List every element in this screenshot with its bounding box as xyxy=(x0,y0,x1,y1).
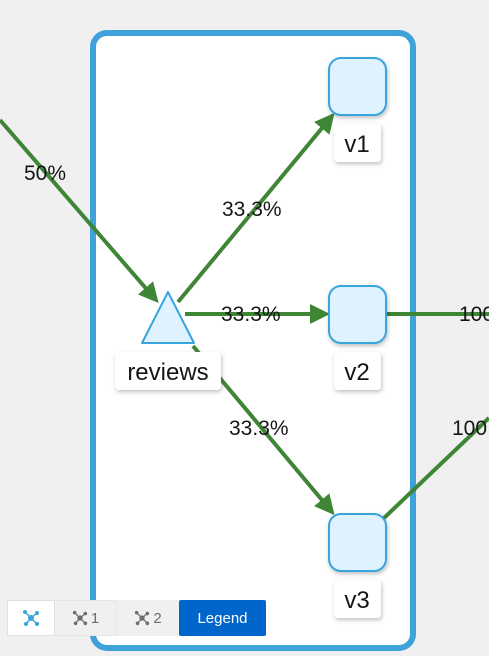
node-label-reviews: reviews xyxy=(115,352,221,390)
topology-icon xyxy=(22,609,40,627)
layout-1-label: 1 xyxy=(90,609,100,627)
edge-incoming[interactable] xyxy=(0,118,159,304)
svg-text:reviews: reviews xyxy=(127,359,208,386)
svg-text:v3: v3 xyxy=(344,587,369,614)
edge-label-v2-out: 100 xyxy=(459,303,489,326)
node-label-v3: v3 xyxy=(334,580,381,618)
layout-default-button[interactable] xyxy=(7,600,55,636)
svg-text:v2: v2 xyxy=(344,359,369,386)
topology-icon xyxy=(134,610,150,626)
layout-2-button[interactable]: 2 xyxy=(117,600,179,636)
graph-toolbar: 1 2 Legend xyxy=(7,600,266,636)
node-label-v2: v2 xyxy=(334,352,381,390)
node-label-v1: v1 xyxy=(334,124,381,162)
layout-2-label: 2 xyxy=(153,609,162,627)
workload-node-v2[interactable] xyxy=(328,285,387,344)
workload-node-v3[interactable] xyxy=(328,513,387,572)
workload-node-v1[interactable] xyxy=(328,57,387,116)
edge-label-v2: 33.3% xyxy=(221,303,281,326)
layout-1-button[interactable]: 1 xyxy=(55,600,117,636)
edge-reviews-v1[interactable] xyxy=(176,112,335,304)
service-node-reviews[interactable] xyxy=(141,291,195,344)
edge-label-v3: 33.3% xyxy=(229,417,289,440)
topology-icon xyxy=(72,610,88,626)
edge-v3-out[interactable] xyxy=(382,416,489,520)
svg-text:v1: v1 xyxy=(344,131,369,158)
edge-label-incoming: 50% xyxy=(24,162,66,185)
edge-label-v1: 33.3% xyxy=(222,198,282,221)
edge-label-v3-out: 100 xyxy=(452,417,487,440)
legend-button[interactable]: Legend xyxy=(179,600,266,636)
